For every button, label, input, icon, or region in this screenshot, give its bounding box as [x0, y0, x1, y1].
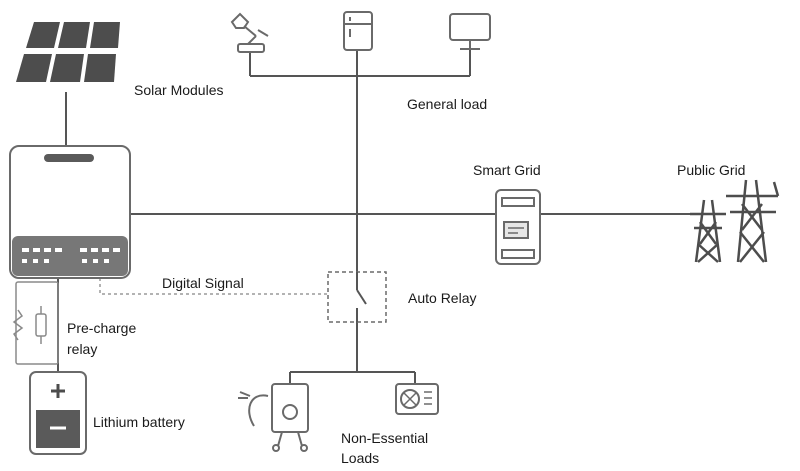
refrigerator-icon — [343, 11, 373, 51]
smart-grid-label: Smart Grid — [473, 162, 541, 178]
precharge-relay-label-line1: Pre-charge — [67, 320, 137, 336]
monitor-icon — [449, 13, 491, 50]
precharge-relay-label-line2: relay — [67, 341, 98, 357]
solar-panel-icon — [16, 22, 120, 82]
water-heater-icon — [238, 383, 309, 452]
desk-lamp-icon — [230, 12, 269, 53]
smart-meter-icon — [495, 189, 541, 265]
relay-switch-icon — [327, 271, 387, 323]
inverter-icon — [9, 145, 131, 279]
digital-signal-label: Digital Signal — [162, 275, 244, 291]
general-load-label: General load — [407, 96, 488, 112]
auto-relay-label: Auto Relay — [408, 290, 477, 306]
transmission-tower-icon — [690, 179, 780, 263]
precharge-relay-icon — [12, 281, 59, 365]
non-essential-loads-label-line2: Loads — [341, 450, 380, 466]
solar-modules-label: Solar Modules — [134, 82, 224, 98]
lithium-battery-label: Lithium battery — [93, 414, 185, 430]
digital-signal-line — [99, 278, 328, 295]
public-grid-label: Public Grid — [677, 162, 746, 178]
non-essential-loads-label-line1: Non-Essential — [341, 430, 429, 446]
wiring — [57, 50, 695, 384]
battery-icon — [29, 371, 87, 455]
air-conditioner-icon — [395, 383, 439, 415]
